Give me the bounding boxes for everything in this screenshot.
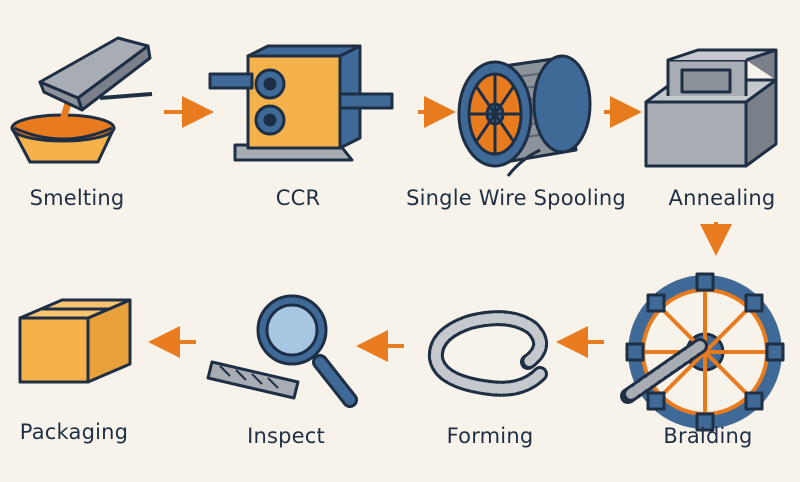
wire-spool-icon xyxy=(457,54,592,177)
step-label-packaging: Packaging xyxy=(19,420,129,444)
rolling-mill-icon xyxy=(208,44,394,162)
step-label-inspect: Inspect xyxy=(247,424,325,448)
step-label-smelting: Smelting xyxy=(29,186,125,210)
step-label-single-wire-spooling: Single Wire Spooling xyxy=(406,186,626,210)
braiding-wheel-icon xyxy=(620,272,785,432)
step-label-braiding: Braiding xyxy=(663,424,753,448)
ingot-crucible-icon xyxy=(10,36,153,164)
step-label-annealing: Annealing xyxy=(668,186,776,210)
magnifier-icon xyxy=(206,294,358,408)
step-label-forming: Forming xyxy=(446,424,534,448)
flow-arrows xyxy=(148,96,732,362)
braided-coil-icon xyxy=(427,310,548,397)
box-icon xyxy=(18,298,132,384)
step-label-ccr: CCR xyxy=(275,186,321,210)
furnace-icon xyxy=(644,48,778,168)
